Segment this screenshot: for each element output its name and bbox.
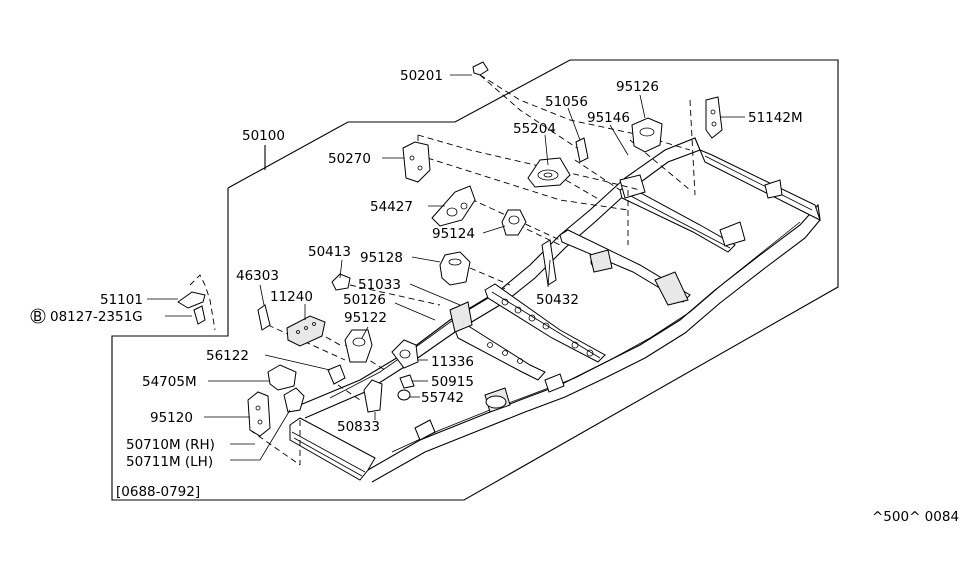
part-55204 <box>527 157 571 188</box>
parts-group <box>177 61 723 437</box>
label-08127-2351G: 08127-2351G <box>50 309 143 325</box>
part-50201 <box>472 61 489 76</box>
part-51101 <box>177 291 206 309</box>
label-54705M: 54705M <box>142 374 197 390</box>
figure-code: ^500^ 0084 <box>872 509 959 525</box>
label-50833: 50833 <box>337 419 380 435</box>
label-50710M: 50710M (RH) <box>126 437 215 453</box>
label-50915: 50915 <box>431 374 474 390</box>
label-55204: 55204 <box>513 121 556 137</box>
label-50100: 50100 <box>242 128 285 144</box>
label-50432: 50432 <box>536 292 579 308</box>
label-50201: 50201 <box>400 68 443 84</box>
part-labels: 50201 51056 95126 55204 95146 51142M 501… <box>30 68 803 500</box>
label-56122: 56122 <box>206 348 249 364</box>
part-56122 <box>327 364 346 385</box>
label-95146: 95146 <box>587 110 630 126</box>
part-95126 <box>631 117 663 153</box>
label-95120: 95120 <box>150 410 193 426</box>
label-51056: 51056 <box>545 94 588 110</box>
diagram-boundary <box>111 59 839 501</box>
part-11336 <box>391 339 419 369</box>
part-95124 <box>501 209 527 236</box>
label-bolt-prefix: B <box>33 309 42 325</box>
part-50833 <box>363 379 383 413</box>
part-55742 <box>397 389 411 401</box>
label-55742: 55742 <box>421 390 464 406</box>
part-50710M <box>283 387 305 413</box>
part-95128 <box>439 251 471 286</box>
part-95120 <box>247 391 271 437</box>
label-50270: 50270 <box>328 151 371 167</box>
label-54427: 54427 <box>370 199 413 215</box>
label-50126: 50126 <box>343 292 386 308</box>
chassis-frame <box>289 137 821 483</box>
label-46303: 46303 <box>236 268 279 284</box>
label-95128: 95128 <box>360 250 403 266</box>
label-51033: 51033 <box>358 277 401 293</box>
label-date-range: [0688-0792] <box>116 484 200 500</box>
part-50432 <box>541 239 557 286</box>
part-50270 <box>402 141 431 183</box>
label-leaders <box>147 74 745 461</box>
label-11336: 11336 <box>431 354 474 370</box>
part-54427 <box>431 185 476 227</box>
label-95124: 95124 <box>432 226 475 242</box>
label-51142M: 51142M <box>748 110 803 126</box>
label-50711M: 50711M (LH) <box>126 454 213 470</box>
label-95122: 95122 <box>344 310 387 326</box>
part-50915 <box>399 374 415 389</box>
part-51142M <box>705 96 723 139</box>
part-08127-2351G <box>193 305 206 325</box>
part-46303 <box>257 304 271 331</box>
part-11240 <box>286 315 326 347</box>
label-95126: 95126 <box>616 79 659 95</box>
bolt-prefix-circle <box>30 308 46 324</box>
label-51101: 51101 <box>100 292 143 308</box>
part-54705M <box>267 364 297 391</box>
label-50413: 50413 <box>308 244 351 260</box>
part-51056 <box>575 137 589 163</box>
label-11240: 11240 <box>270 289 313 305</box>
part-50413 <box>331 273 351 291</box>
